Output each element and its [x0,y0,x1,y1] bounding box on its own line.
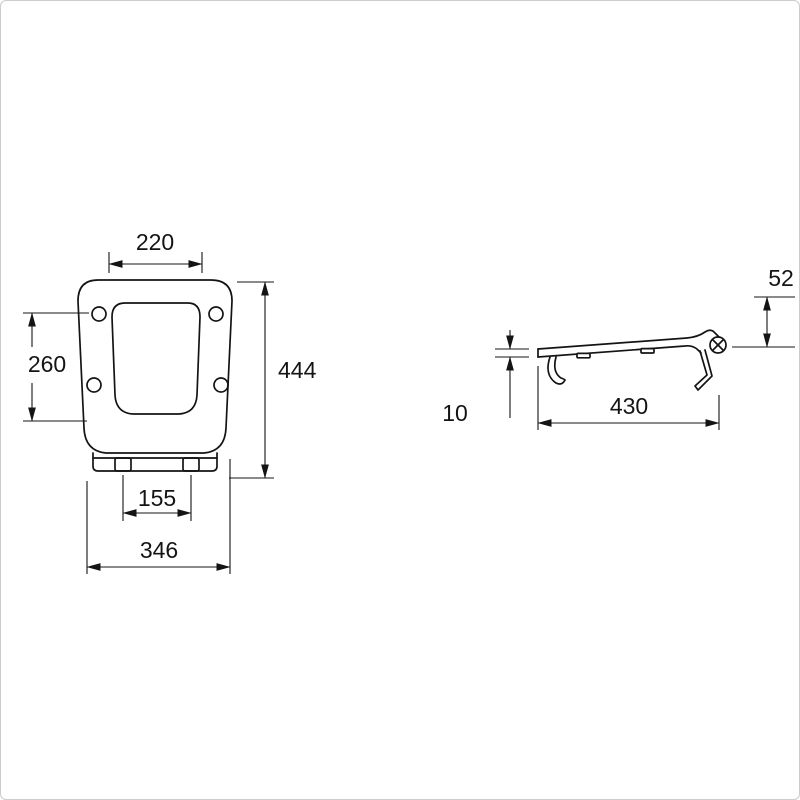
damper-hook [547,356,566,385]
hinge-tab-right [182,457,200,472]
hinge-pivot [709,336,727,354]
hinge-mounting-leg [694,349,713,391]
side-view: 52 10 430 [442,265,795,430]
dim-inner-width: 220 [108,229,203,273]
dim-label-inner-depth: 260 [28,351,66,377]
dim-label-seat-thickness: 10 [442,400,468,426]
seat-profile-bottom [537,344,702,358]
dim-label-overall-width: 346 [140,537,178,563]
hinge-tab-left [114,457,132,472]
seat-bumper-front [576,352,591,359]
dim-overall-depth: 444 [229,281,317,479]
bumper-hole-top-right [208,306,224,322]
dim-hinge-height: 52 [732,265,795,348]
dim-seat-length: 430 [537,366,720,430]
dim-label-hinge-tab-spacing: 155 [138,485,176,511]
bumper-hole-bottom-left [86,377,102,393]
hinge-pivot-cross [712,339,724,351]
dim-seat-thickness: 10 [442,330,529,426]
bumper-hole-top-left [91,306,107,322]
hinge-plate [92,452,218,472]
bumper-hole-bottom-right [213,377,229,393]
seat-profile-top [537,329,720,350]
dim-overall-width: 346 [86,459,231,574]
dim-hinge-tab-spacing: 155 [122,475,192,521]
dim-label-hinge-height: 52 [768,265,794,291]
dim-label-overall-depth: 444 [278,357,317,383]
seat-outer-contour [77,279,233,454]
top-view: 220 260 444 155 [23,229,317,574]
dim-label-seat-length: 430 [610,393,648,419]
dim-inner-depth: 260 [23,312,89,422]
seat-bumper-rear [640,347,655,354]
dim-label-inner-width: 220 [136,229,174,255]
seat-opening [111,302,201,415]
